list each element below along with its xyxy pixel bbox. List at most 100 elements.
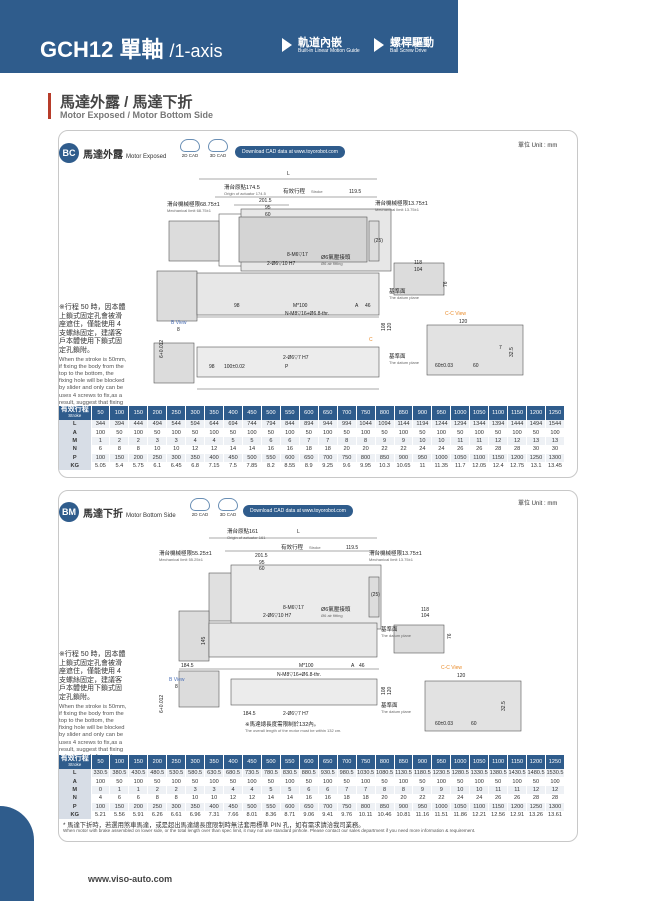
dim-origin-en: Origin of actuator 174.5 (224, 191, 267, 196)
mech-right-en: Mechanical limit 13.75±1 (375, 207, 420, 212)
stroke-value: 850 (394, 755, 414, 769)
table-cell: 10 (450, 785, 471, 795)
thread-n-m8: N-M8▽16+Ø6.8-thr. (285, 311, 329, 317)
table-cell: 11.16 (412, 810, 433, 820)
table-cell: 8 (356, 436, 376, 446)
dim-origin-zh: 滑台原點161 (227, 527, 258, 535)
table-cell: 1130.5 (394, 769, 414, 778)
table-cell: 6 (299, 785, 319, 795)
table-cell: 1 (128, 785, 149, 795)
table-cell: 100 (545, 777, 565, 786)
row-label: N (59, 794, 92, 803)
footer-url[interactable]: www.viso-auto.com (88, 874, 173, 884)
cad-2d-button[interactable]: 2D CAD (177, 139, 203, 158)
table-cell: 13.45 (545, 461, 565, 471)
stroke-value: 1250 (545, 755, 565, 769)
stroke-value: 1100 (488, 406, 509, 420)
table-cell: 5 (242, 436, 262, 446)
dim-2-6-h7: 2-Ø6▽7 H7 (283, 711, 309, 717)
dim-60b: 60 (473, 363, 479, 369)
datum2-en: The datum plane (381, 709, 412, 714)
table-cell: 894 (299, 420, 319, 429)
table-cell: 7.66 (223, 810, 243, 820)
table-cell: 14 (261, 794, 281, 803)
table-cell: 850 (375, 453, 395, 462)
table-cell: 450 (223, 802, 243, 811)
table-cell: 100 (204, 777, 225, 786)
table-cell: 20 (394, 794, 414, 803)
table-cell: 580.5 (185, 769, 206, 778)
cad-3d-button[interactable]: 3D CAD (205, 139, 231, 158)
table-cell: 100 (318, 428, 338, 437)
table-cell: 7 (318, 436, 338, 446)
mech-right-zh: 滑台機械極限13.75±1 (369, 549, 422, 557)
stroke-value: 100 (109, 755, 130, 769)
table-cell: 10 (166, 445, 187, 454)
table-cell: 1000 (431, 802, 452, 811)
table-cell: 9 (394, 436, 414, 446)
table-cell: 10 (185, 794, 206, 803)
table-cell: 1100 (469, 802, 490, 811)
table-cell: 18 (337, 794, 357, 803)
cad-3d-button[interactable]: 3D CAD (215, 498, 241, 517)
table-cell: 9 (375, 436, 395, 446)
download-cad-link[interactable]: Download CAD data at www.toyorobot.com (243, 505, 353, 517)
table-cell: 16 (261, 445, 281, 454)
table-cell: 16 (318, 794, 338, 803)
table-cell: 10 (469, 785, 490, 795)
table-cell: 6.1 (147, 461, 168, 471)
table-cell: 100 (318, 777, 338, 786)
table-cell: 1294 (450, 420, 471, 429)
table-cell: 50 (450, 428, 471, 437)
table-cell: 1544 (545, 420, 565, 429)
cad-2d-button[interactable]: 2D CAD (187, 498, 213, 517)
table-cell: 28 (507, 445, 528, 454)
table-cell: 12 (545, 785, 565, 795)
table-cell: 6 (128, 794, 149, 803)
table-cell: 6.61 (166, 810, 187, 820)
c-mark: C (369, 337, 373, 343)
table-cell: 3 (166, 436, 187, 446)
table-cell: 22 (412, 794, 433, 803)
table-cell: 1380.5 (488, 769, 509, 778)
download-cad-link[interactable]: Download CAD data at www.toyorobot.com (235, 146, 345, 158)
page-title: GCH12 單軸/1-axis (40, 32, 223, 64)
table-cell: 6 (109, 794, 130, 803)
nav-ball-screw-en: Ball Screw Drive (390, 48, 427, 54)
cad-3d-label: 3D CAD (219, 512, 237, 517)
table-cell: 5.56 (109, 810, 130, 820)
table-cell: 944 (318, 420, 338, 429)
table-cell: 4 (91, 794, 111, 803)
mech-left-zh: 滑台機械極限68.75±1 (167, 200, 220, 208)
dim-76: 76 (447, 633, 453, 639)
drawing-motor-exposed: L 滑台原點174.5 Origin of actuator 174.5 有效行… (153, 171, 524, 390)
dim-95: 95 (265, 205, 271, 211)
title-suffix: /1-axis (169, 41, 223, 61)
table-cell: 50 (299, 777, 319, 786)
table-cell: 11.35 (431, 461, 452, 471)
air-fitting-en: Ø6 air fitting (321, 261, 343, 266)
dim-120v: 120 (387, 686, 393, 695)
table-cell: 100 (91, 453, 111, 462)
table-cell: 1250 (526, 453, 546, 462)
dim-201: 201.5 (259, 198, 272, 204)
table-cell: 750 (337, 453, 357, 462)
table-cell: 6 (318, 785, 338, 795)
table-cell: 1244 (431, 420, 452, 429)
dowel-holes: 2-Ø6▽10 H7 (267, 261, 296, 267)
stroke-value: 700 (337, 406, 357, 420)
end-view (393, 262, 445, 296)
mech-left-en: Mechanical limit 55.25±1 (159, 557, 204, 562)
table-cell: 9.6 (337, 461, 357, 471)
table-cell: 600 (280, 802, 300, 811)
table-cell: 50 (412, 777, 433, 786)
table-cell: 16 (299, 794, 319, 803)
cloud-download-icon (180, 139, 200, 152)
table-cell: 8.01 (242, 810, 262, 820)
table-cell: 100 (128, 428, 149, 437)
row-label: KG (59, 461, 92, 471)
